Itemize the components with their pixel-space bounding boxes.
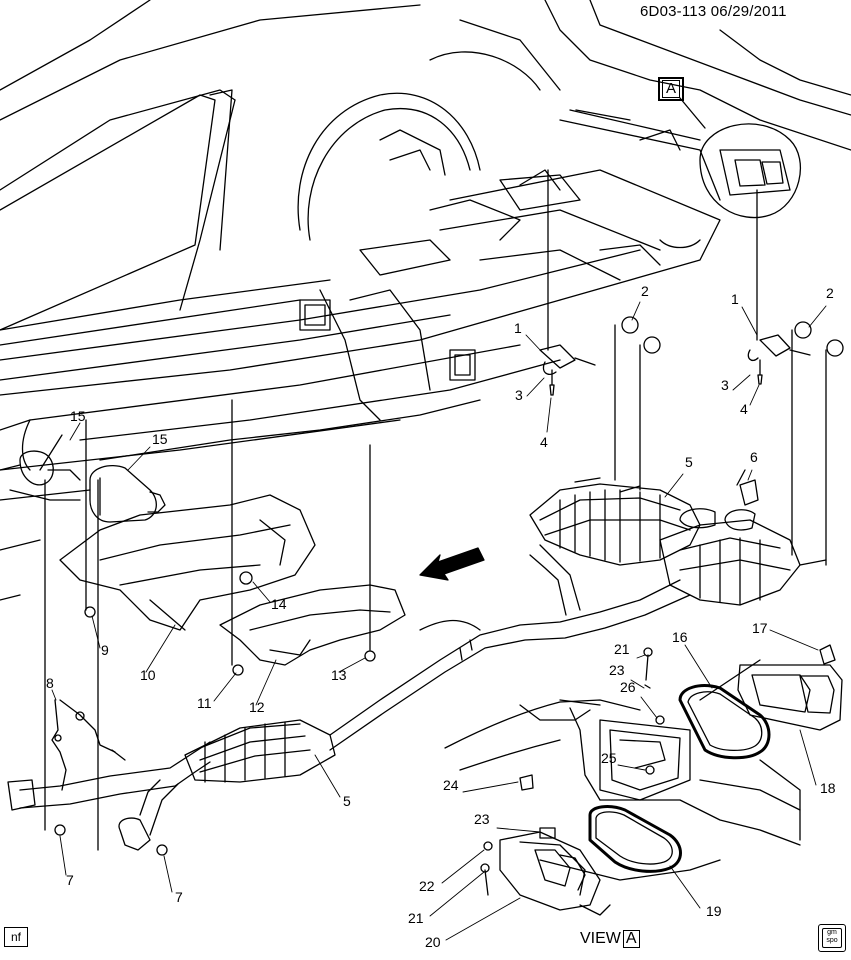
callout-10: 10 [140, 667, 156, 683]
callout-4: 4 [540, 434, 548, 450]
callout-5: 5 [343, 793, 351, 809]
hanger-brackets [539, 169, 844, 566]
callout-3: 3 [515, 387, 523, 403]
callout-22: 22 [419, 878, 435, 894]
callout-18: 18 [820, 780, 836, 796]
callout-11: 11 [197, 695, 212, 711]
rear-muffler-5 [529, 477, 827, 606]
corner-tag: nf [4, 927, 28, 947]
callout-6: 6 [750, 449, 758, 465]
heat-shield-12 [219, 584, 406, 666]
callout-1: 1 [514, 320, 522, 336]
view-a-letter: A [622, 930, 640, 948]
callout-12: 12 [249, 699, 265, 715]
callout-25: 25 [601, 750, 617, 766]
callout-13: 13 [331, 667, 347, 683]
callout-15: 15 [152, 431, 168, 447]
front-arrow [419, 547, 485, 581]
oxygen-sensor-8 [51, 699, 126, 791]
catalytic-converter-15 [0, 450, 166, 523]
wheel-well [297, 92, 481, 241]
callout-4: 4 [740, 401, 748, 417]
callout-23: 23 [474, 811, 490, 827]
gm-spo-logo: gm spo [818, 924, 846, 952]
callout-9: 9 [101, 642, 109, 658]
callout-15: 15 [70, 408, 86, 424]
heat-shield-10 [59, 494, 316, 631]
resonator-5-lower [184, 719, 336, 783]
leader-lines [51, 301, 827, 941]
callout-21: 21 [408, 910, 424, 926]
callout-19: 19 [706, 903, 722, 919]
callout-1: 1 [731, 291, 739, 307]
callout-17: 17 [752, 620, 768, 636]
callout-23: 23 [609, 662, 625, 678]
callout-2: 2 [826, 285, 834, 301]
underbody-floor [0, 109, 721, 601]
callout-16: 16 [672, 629, 688, 645]
callout-7: 7 [66, 872, 74, 888]
callout-7: 7 [175, 889, 183, 905]
gm-spo-logo-text: gm spo [822, 928, 842, 948]
diagram-code: 6D03-113 06/29/2011 [640, 3, 787, 20]
callout-21: 21 [614, 641, 630, 657]
view-a-detail [444, 644, 843, 916]
callout-2: 2 [641, 283, 649, 299]
detail-callout-a: A [658, 77, 684, 101]
vehicle-body-outline [0, 0, 851, 346]
callout-3: 3 [721, 377, 729, 393]
callout-8: 8 [46, 675, 54, 691]
callout-20: 20 [425, 934, 441, 950]
fasteners [39, 399, 376, 856]
callout-24: 24 [443, 777, 459, 793]
callout-5: 5 [685, 454, 693, 470]
callout-14: 14 [271, 596, 287, 612]
view-a-prefix: VIEW [580, 930, 621, 947]
exhaust-pipe-assembly [7, 544, 691, 851]
callout-26: 26 [620, 679, 636, 695]
detail-bubble-a [575, 97, 802, 219]
